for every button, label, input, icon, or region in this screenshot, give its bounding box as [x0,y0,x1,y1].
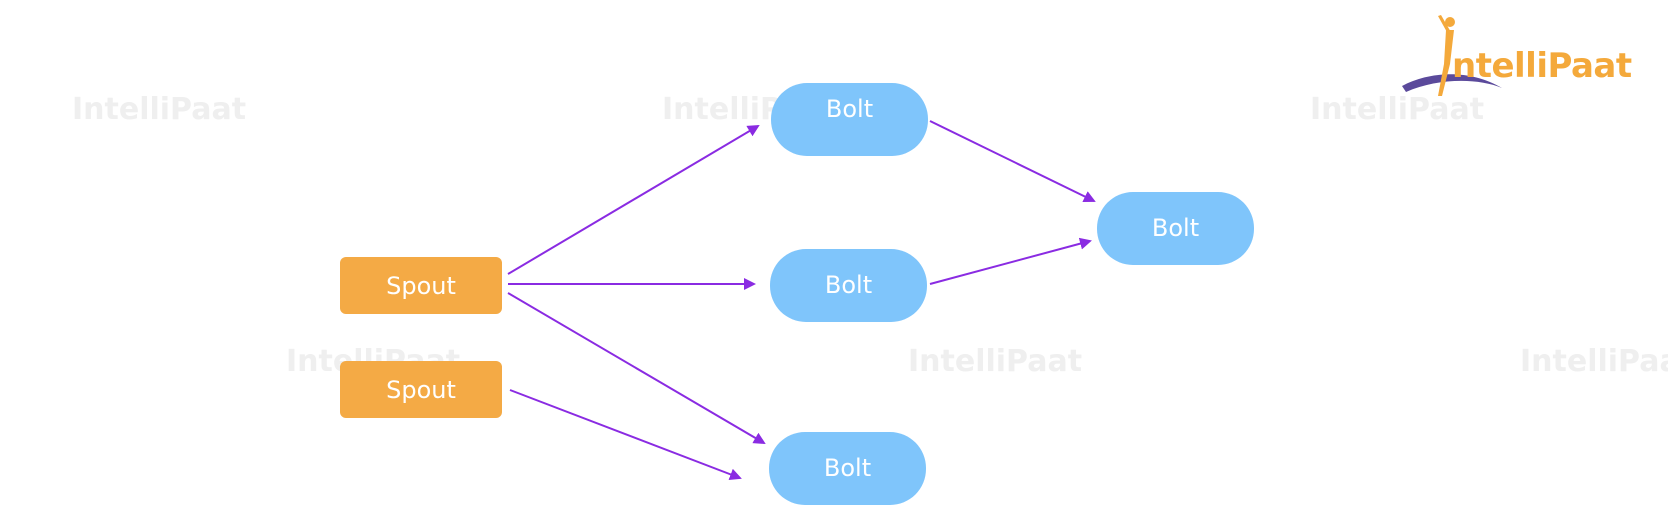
logo-figure-head-icon [1445,17,1455,27]
logo-text-intelli: ntelli [1452,46,1548,86]
edge-bolt-top-bolt-right [929,120,1096,203]
bolt-label: Bolt [823,453,872,482]
spout-node-1: Spout [340,257,502,314]
edge-spout1-bolt-top [507,124,760,275]
bolt-node-middle: Bolt [770,249,927,322]
logo-wordmark: ntelliPaat [1452,46,1632,86]
edge-spout1-bolt-bottom [507,292,766,445]
intellipaat-logo [1402,15,1502,96]
bolt-label: Bolt [1151,213,1200,242]
watermark-text: IntelliPaat [1310,92,1485,127]
bolt-node-bottom: Bolt [769,432,926,505]
watermark-text: IntelliPaat [72,92,247,127]
watermark-text: IntelliPaat [908,344,1083,379]
logo-figure-body-icon [1438,30,1454,96]
watermark-text: IntelliPaat [1520,344,1668,379]
spout-node-2: Spout [340,361,502,418]
logo-figure-arm-icon [1438,15,1452,34]
bolt-label: Bolt [825,94,874,123]
logo-swoosh-icon [1402,74,1502,92]
edge-bolt-middle-bolt-right [929,237,1092,285]
logo-text-paat: Paat [1547,46,1632,86]
bolt-node-top: Bolt [771,83,928,156]
spout-label: Spout [386,375,456,404]
bolt-node-right: Bolt [1097,192,1254,265]
bolt-label: Bolt [824,270,873,299]
edge-spout2-bolt-bottom [509,389,742,481]
spout-label: Spout [386,271,456,300]
